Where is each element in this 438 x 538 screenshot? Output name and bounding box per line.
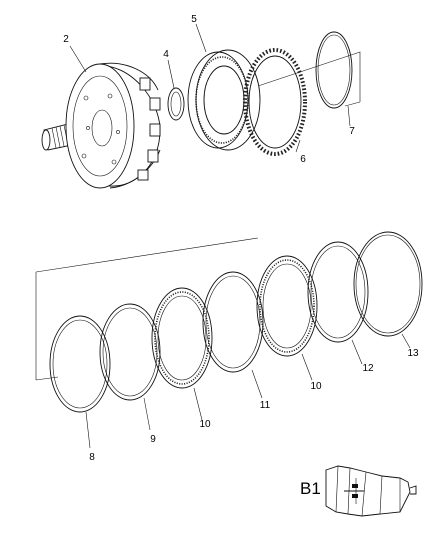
inset-transmission: B1 xyxy=(300,465,417,517)
callout-part-2: 2 xyxy=(63,34,69,45)
part-12-plate xyxy=(307,241,369,343)
part-13-snap-ring xyxy=(353,231,423,337)
callout-part-11: 11 xyxy=(260,400,271,411)
part-7-snap-ring xyxy=(315,31,353,109)
callout-part-5: 5 xyxy=(191,14,197,25)
part-5-clutch-hub xyxy=(187,49,261,151)
part-11-plate xyxy=(202,271,264,373)
inset-label: B1 xyxy=(300,479,321,498)
part-8-plate xyxy=(49,315,111,413)
part-10a-friction-disc xyxy=(151,287,213,389)
callout-part-7: 7 xyxy=(349,126,355,137)
callout-part-8: 8 xyxy=(89,452,95,463)
callout-part-4: 4 xyxy=(163,49,169,60)
callout-part-12: 12 xyxy=(362,363,374,374)
part-4-snap-ring xyxy=(167,87,185,121)
upper-plane-outline xyxy=(257,51,361,107)
part-2-clutch-drum xyxy=(41,62,161,189)
callout-part-10b: 10 xyxy=(310,381,322,392)
callout-part-13: 13 xyxy=(407,348,419,359)
leader-lines xyxy=(69,23,411,449)
part-9-plate xyxy=(99,303,161,401)
part-6-toothed-ring xyxy=(243,48,307,156)
callout-part-9: 9 xyxy=(150,434,156,445)
lower-plane-outline xyxy=(35,237,259,381)
callout-part-10a: 10 xyxy=(199,419,211,430)
part-10b-friction-disc xyxy=(256,255,318,357)
callout-part-6: 6 xyxy=(300,154,306,165)
